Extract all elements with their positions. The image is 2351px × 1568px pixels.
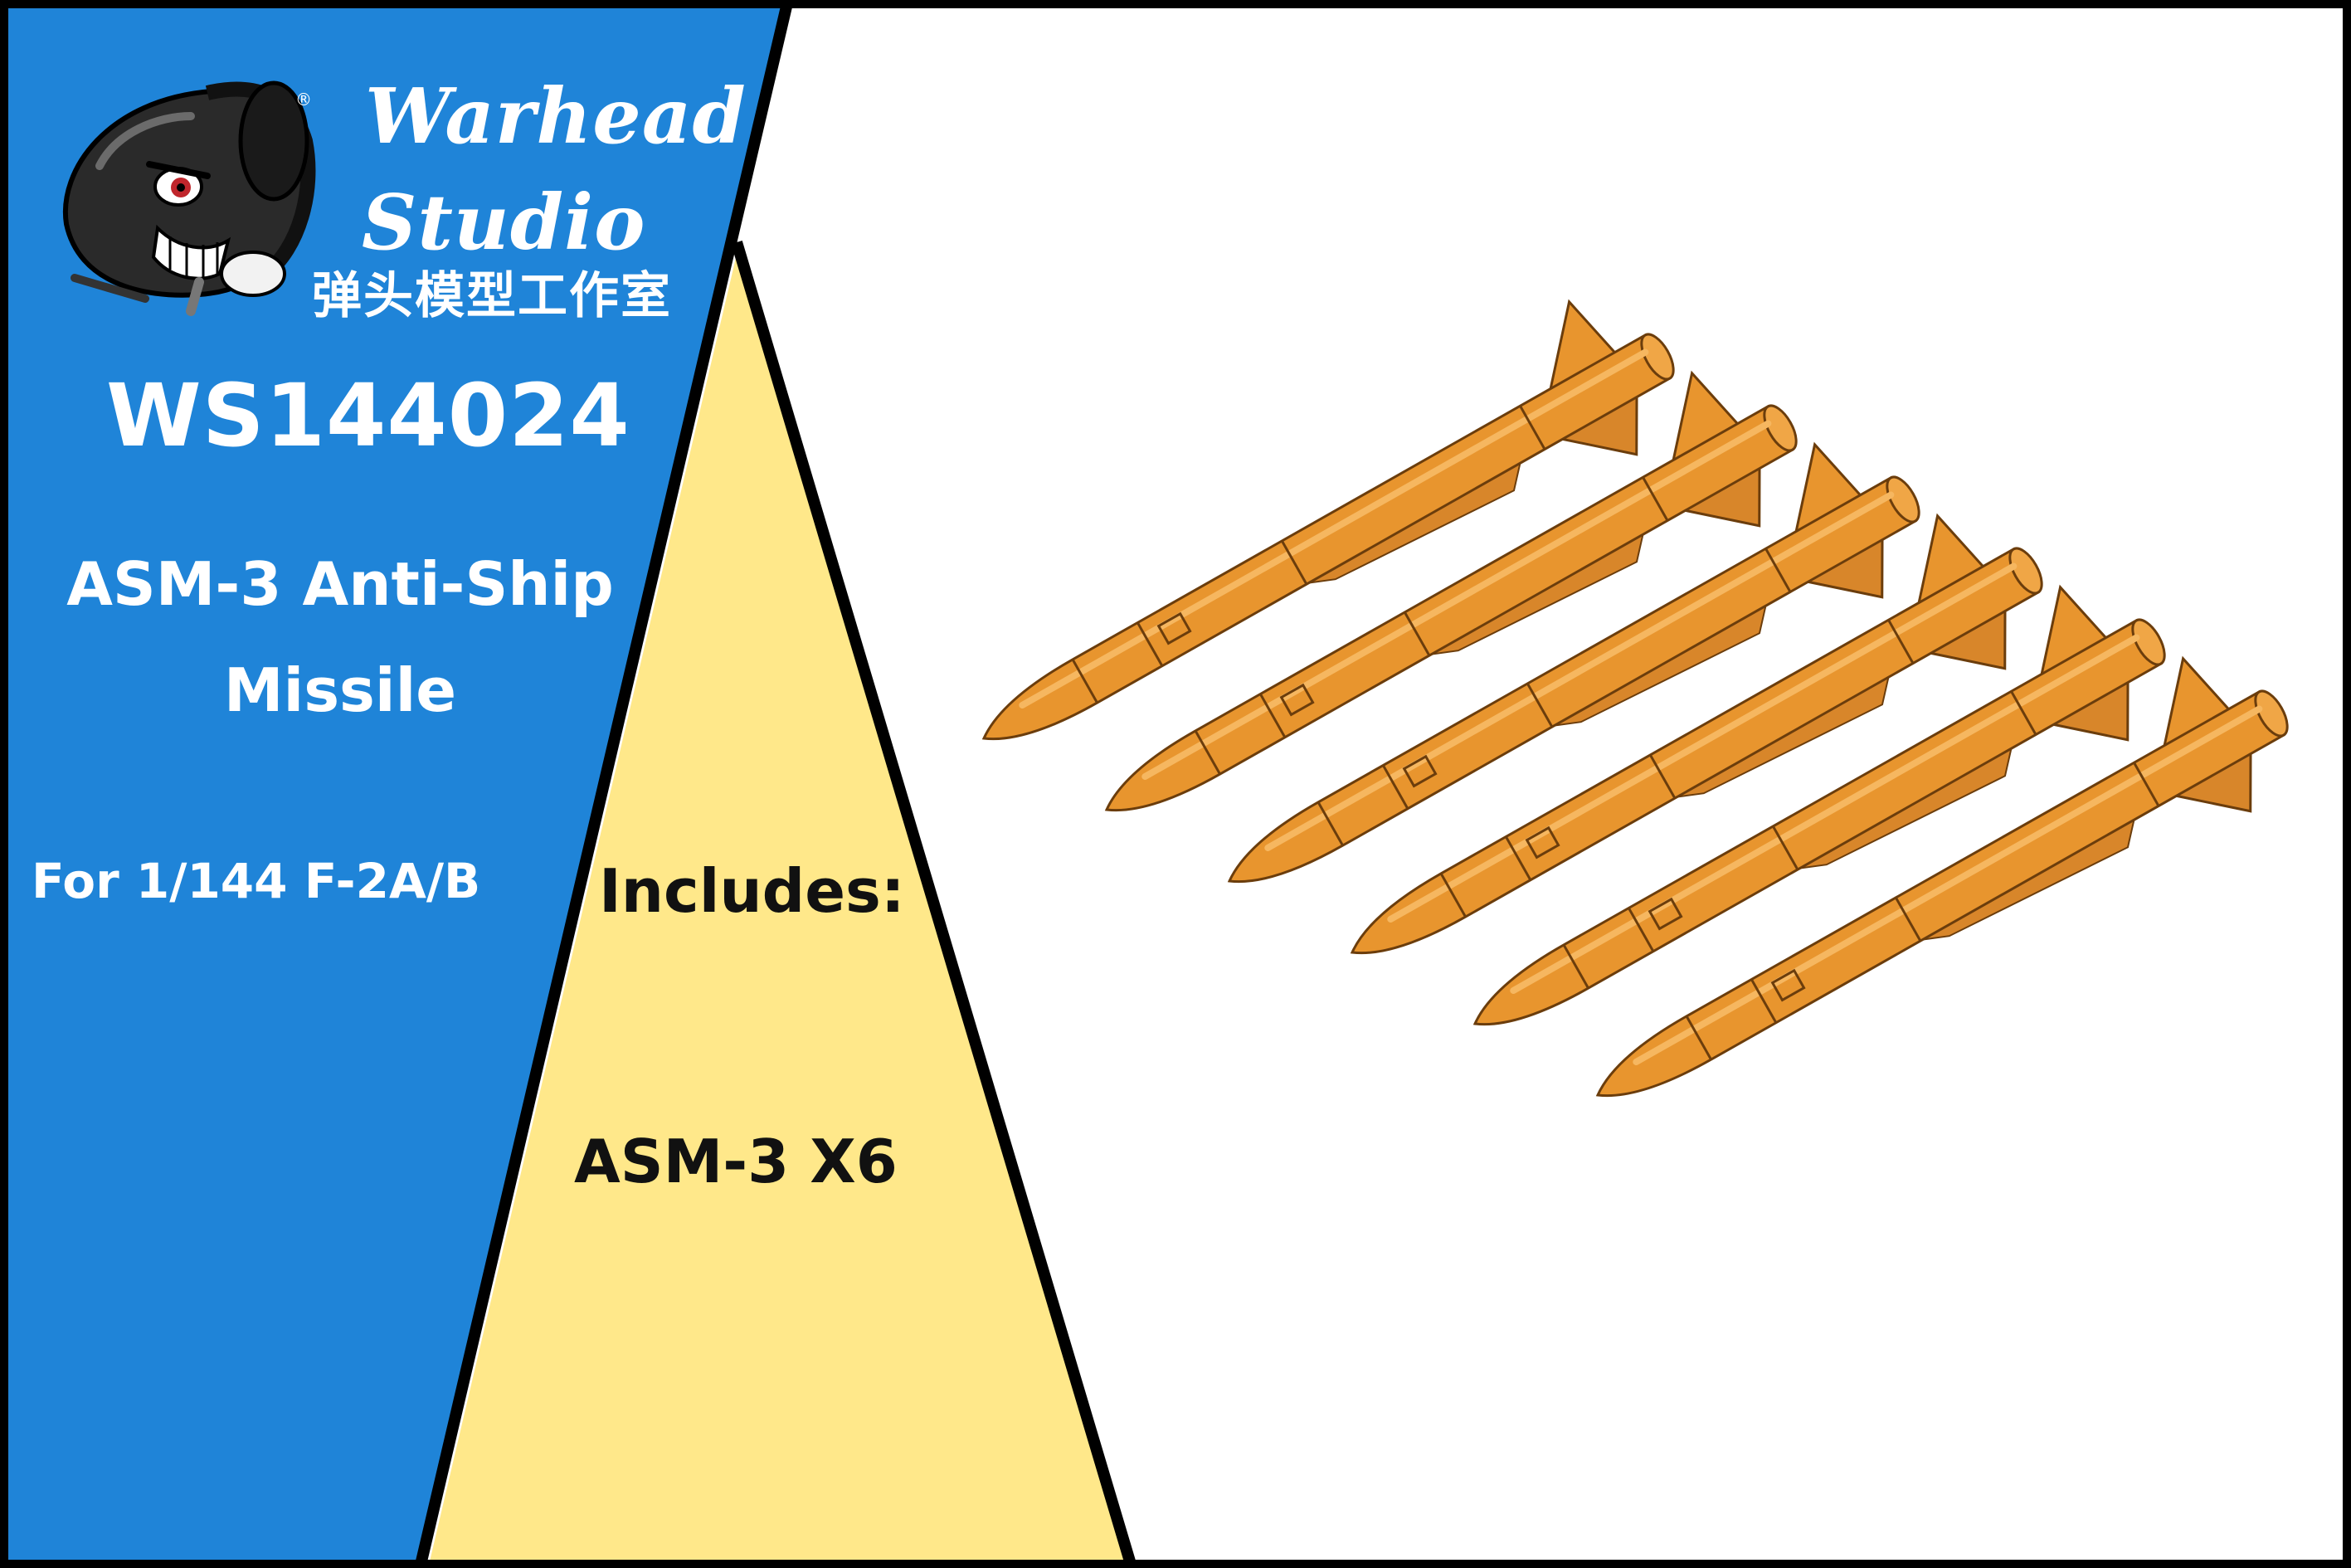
missile — [1350, 513, 2043, 955]
divider-line-right — [731, 241, 1136, 1563]
asm3-missile-render — [981, 299, 2289, 1098]
product-title-line2: Missile — [223, 655, 457, 725]
warhead-mascot-logo — [62, 80, 316, 316]
brand-name-chinese: 弹头模型工作室 — [312, 267, 672, 325]
yellow-triangle — [430, 247, 1128, 1561]
blue-panel — [7, 7, 786, 1561]
includes-item: ASM-3 X6 — [574, 1127, 898, 1196]
product-code: WS144024 — [106, 365, 630, 466]
scale-label: For 1/144 F-2A/B — [32, 853, 481, 909]
includes-label: Includes: — [599, 856, 905, 926]
missile — [1227, 441, 1920, 884]
missile — [1104, 370, 1798, 812]
registered-mark: ® — [295, 90, 312, 110]
brand-name-line1: Warhead — [365, 71, 747, 161]
brand-name-line2: Studio — [362, 178, 646, 267]
missile — [1472, 584, 2166, 1026]
missile — [1595, 655, 2289, 1098]
missile — [981, 299, 1675, 741]
divider-line-left — [416, 5, 792, 1563]
product-title-line1: ASM-3 Anti-Ship — [66, 549, 614, 619]
